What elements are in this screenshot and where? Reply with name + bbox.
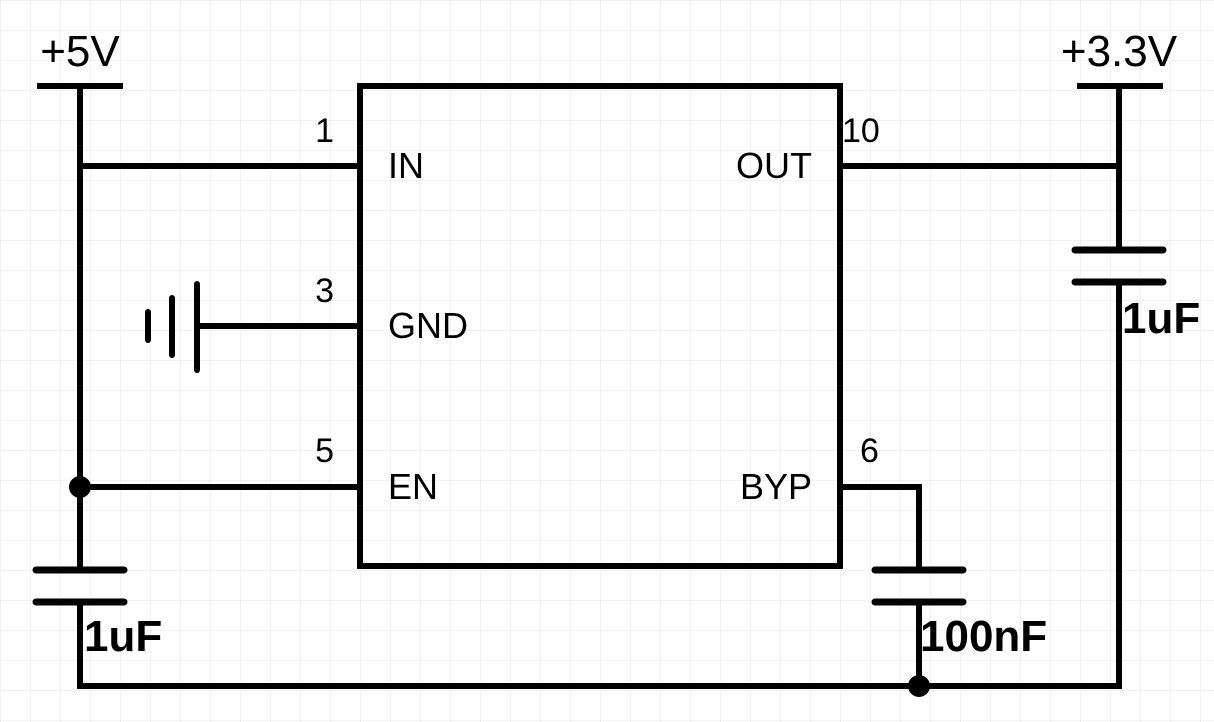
pin-number-in: 1: [315, 112, 334, 150]
output-cap-value: 1uF: [1122, 294, 1200, 343]
bypass-junction-dot: [908, 675, 930, 697]
regulator-ic-body: [357, 83, 843, 569]
ground-symbol: [145, 281, 200, 373]
pin-number-en: 5: [315, 432, 334, 470]
vin-rail-label: +5V: [40, 27, 120, 76]
pin-number-out: 10: [842, 112, 880, 150]
pin-name-en: EN: [388, 466, 438, 507]
pin-name-in: IN: [388, 145, 424, 186]
byp-pin-wire: [837, 484, 922, 573]
pin-name-gnd: GND: [388, 305, 468, 346]
pin-name-out: OUT: [736, 145, 812, 186]
pin-number-byp: 6: [860, 432, 879, 470]
bypass-cap-value: 100nF: [920, 612, 1047, 661]
input-cap-value: 1uF: [84, 612, 162, 661]
vin-rail: +5V: [37, 27, 123, 89]
pin-name-byp: BYP: [740, 466, 812, 507]
input-capacitor: [32, 566, 128, 606]
output-capacitor: [1071, 246, 1167, 286]
vout-rail: +3.3V: [1061, 27, 1178, 89]
vout-rail-label: +3.3V: [1061, 27, 1178, 76]
pin-number-gnd: 3: [315, 272, 334, 310]
en-junction-dot: [69, 476, 91, 498]
bypass-capacitor: [871, 566, 967, 606]
